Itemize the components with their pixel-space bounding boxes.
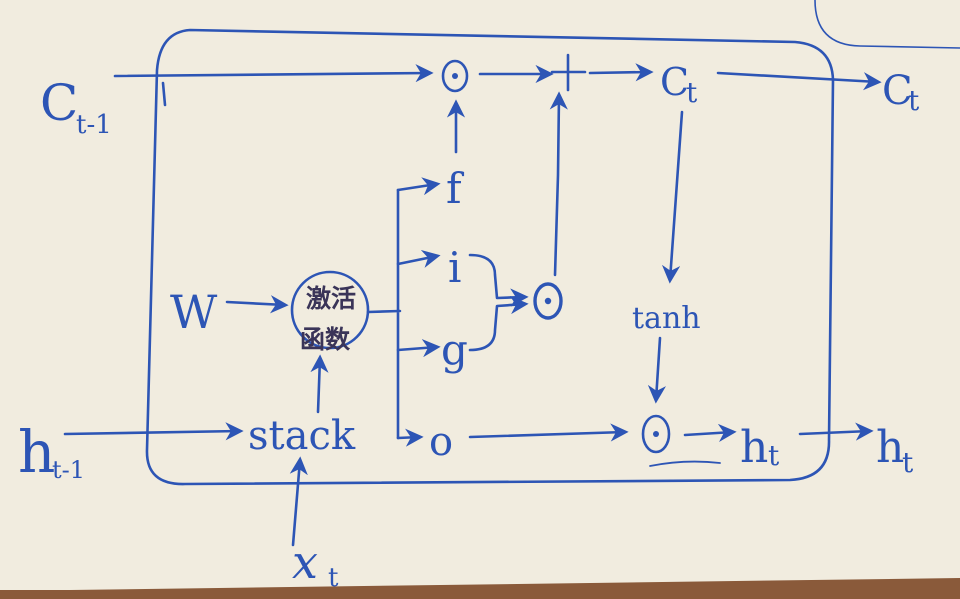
g-branch (396, 339, 441, 358)
c-out-arrow (716, 71, 882, 91)
c-prev-subscript: t-1 (76, 110, 112, 140)
h-prev-subscript: t-1 (52, 456, 85, 484)
forget-mult-node (441, 59, 469, 93)
i-to-input-mult (468, 253, 529, 307)
input-mult-node (533, 282, 563, 320)
stack-label: stack (248, 413, 356, 459)
gate-o-label: o (429, 419, 453, 465)
gate-f-label: f (446, 164, 465, 213)
add-node (550, 53, 587, 92)
h-underline (649, 460, 721, 467)
gate-trunk (366, 188, 402, 440)
h-inner-label: h (740, 422, 768, 473)
tanh-to-output-arrow (647, 336, 667, 404)
add-to-c-arrow (588, 63, 654, 82)
h-prev-arrow (63, 422, 244, 441)
f-branch (396, 177, 441, 196)
c-prev-arrow (113, 64, 434, 83)
c-inner-label: C (660, 60, 689, 104)
h-inner-subscript: t (768, 439, 780, 472)
x-to-stack-arrow (289, 456, 308, 547)
activation-circle (290, 270, 370, 350)
o-branch (396, 428, 424, 447)
c-out-subscript: t (908, 84, 920, 117)
x-subscript: t (328, 563, 339, 593)
h-out-arrow (798, 422, 874, 441)
stack-to-activation-arrow (310, 354, 329, 414)
activation-line-1: 激活 (306, 284, 356, 313)
activation-line-2: 函数 (300, 325, 351, 354)
c-border-tick (161, 81, 167, 107)
h-prev-label: h (18, 418, 55, 486)
c-inner-subscript: t (686, 76, 698, 109)
gate-g-label: g (441, 325, 468, 374)
c-prev-label: C (40, 74, 78, 132)
cell-boundary (145, 28, 835, 486)
h-out-subscript: t (902, 446, 914, 479)
output-mult-node (641, 414, 671, 454)
h-out-label: h (876, 422, 904, 473)
gate-i-label: i (448, 243, 461, 292)
corner-card-edge (814, 0, 960, 49)
output-to-h-arrow (683, 423, 737, 442)
i-branch (396, 250, 441, 268)
o-to-output-arrow (468, 423, 629, 442)
x-label: x (292, 535, 318, 589)
tanh-label: tanh (632, 301, 701, 336)
c-to-tanh-arrow (661, 110, 684, 284)
c-out-label: C (882, 68, 913, 114)
w-label: W (170, 285, 218, 339)
g-to-input-mult (468, 295, 529, 352)
input-to-add-arrow (549, 91, 568, 277)
w-to-activation-arrow (225, 295, 289, 314)
